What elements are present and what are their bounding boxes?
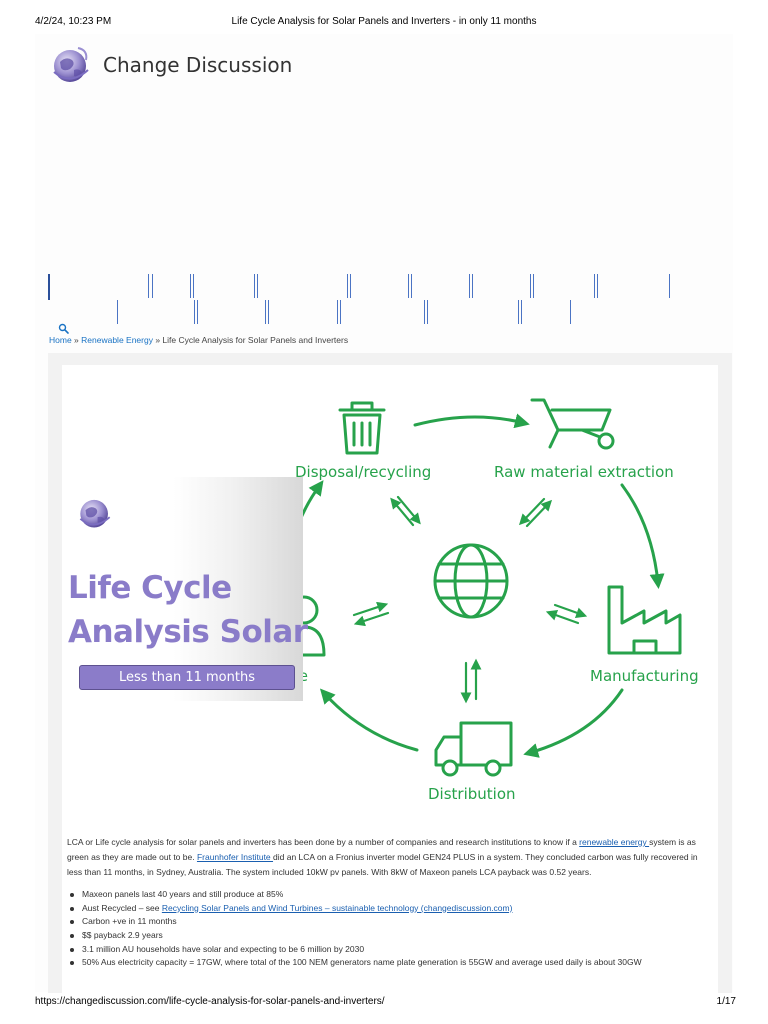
arrow-distribution-to-use xyxy=(319,688,419,752)
breadcrumb-separator: » xyxy=(152,335,163,345)
print-footer: https://changediscussion.com/life-cycle-… xyxy=(0,994,768,1010)
nav-menu xyxy=(0,270,768,330)
arrow-disposal-to-raw xyxy=(413,413,530,429)
breadcrumb-category[interactable]: Renewable Energy xyxy=(81,335,153,345)
text-run: Aust Recycled – see xyxy=(82,902,162,913)
breadcrumb-separator: » xyxy=(71,335,82,345)
promo-badge: Less than 11 months xyxy=(79,665,295,690)
nav-fragment[interactable] xyxy=(530,274,531,298)
print-datetime: 4/2/24, 10:23 PM xyxy=(35,16,112,27)
stage-label-raw-material: Raw material extraction xyxy=(494,463,674,481)
nav-fragment[interactable] xyxy=(152,274,153,298)
print-header: 4/2/24, 10:23 PM Life Cycle Analysis for… xyxy=(0,14,768,30)
nav-fragment[interactable] xyxy=(193,274,194,298)
arrow-manufacturing-to-distribution xyxy=(523,688,624,758)
link-renewable-energy[interactable]: renewable energy xyxy=(579,837,650,847)
text-run: LCA or Life cycle analysis for solar pan… xyxy=(67,837,580,847)
list-item: Maxeon panels last 40 years and still pr… xyxy=(67,888,707,902)
nav-fragment[interactable] xyxy=(521,300,522,324)
print-page-title: Life Cycle Analysis for Solar Panels and… xyxy=(231,16,537,27)
nav-fragment[interactable] xyxy=(254,274,255,298)
promo-title-line: Life Cycle xyxy=(68,570,232,606)
list-item: 50% Aus electricity capacity = 17GW, whe… xyxy=(67,956,707,970)
arrow-raw-to-manufacturing xyxy=(620,483,665,589)
trash-bin-icon xyxy=(338,401,386,455)
nav-fragment[interactable] xyxy=(268,300,269,324)
breadcrumb-current: Life Cycle Analysis for Solar Panels and… xyxy=(162,335,349,345)
nav-fragment[interactable] xyxy=(469,274,470,298)
nav-fragment[interactable] xyxy=(197,300,198,324)
globe-logo-icon xyxy=(79,499,111,528)
text-run: system is as green as they are made out … xyxy=(67,837,696,862)
stage-label-disposal: Disposal/recycling xyxy=(295,463,431,481)
nav-fragment[interactable] xyxy=(265,300,266,324)
article-body: LCA or Life cycle analysis for solar pan… xyxy=(67,835,707,880)
link-fraunhofer[interactable]: Fraunhofer Institute xyxy=(196,852,274,862)
stage-label-distribution: Distribution xyxy=(428,785,516,803)
print-url: https://changediscussion.com/life-cycle-… xyxy=(35,996,385,1007)
nav-fragment[interactable] xyxy=(190,274,191,298)
breadcrumb: Home » Renewable Energy » Life Cycle Ana… xyxy=(49,335,348,345)
stage-label-manufacturing: Manufacturing xyxy=(590,667,699,685)
truck-icon xyxy=(434,721,513,777)
link-recycling-article[interactable]: Recycling Solar Panels and Wind Turbines… xyxy=(161,902,513,913)
promo-title-line: Analysis Solar xyxy=(68,614,308,650)
nav-fragment[interactable] xyxy=(257,274,258,298)
breadcrumb-home[interactable]: Home xyxy=(49,335,72,345)
inner-exchange-arrows xyxy=(352,495,588,704)
list-item: $$ payback 2.9 years xyxy=(67,929,707,943)
nav-fragment[interactable] xyxy=(337,300,338,324)
promo-title: Life Cycle Analysis Solar xyxy=(68,566,308,654)
wheelbarrow-icon xyxy=(530,398,615,450)
nav-fragment[interactable] xyxy=(117,300,118,324)
list-item: Aust Recycled – see Recycling Solar Pane… xyxy=(67,902,707,916)
site-name[interactable]: Change Discussion xyxy=(103,53,293,77)
key-points-list: Maxeon panels last 40 years and still pr… xyxy=(67,888,707,970)
list-item: Carbon +ve in 11 months xyxy=(67,915,707,929)
nav-fragment[interactable] xyxy=(340,300,341,324)
nav-fragment[interactable] xyxy=(424,300,425,324)
search-icon[interactable] xyxy=(58,323,70,335)
nav-fragment[interactable] xyxy=(594,274,595,298)
nav-fragment[interactable] xyxy=(411,274,412,298)
text-run: did an LCA on a Fronius inverter model G… xyxy=(67,852,698,877)
nav-fragment[interactable] xyxy=(472,274,473,298)
nav-fragment[interactable] xyxy=(533,274,534,298)
factory-icon xyxy=(607,585,682,655)
nav-fragment[interactable] xyxy=(194,300,195,324)
nav-fragment[interactable] xyxy=(570,300,571,324)
nav-fragment[interactable] xyxy=(408,274,409,298)
globe-icon xyxy=(433,543,509,619)
nav-fragment[interactable] xyxy=(669,274,670,298)
nav-fragment[interactable] xyxy=(347,274,348,298)
globe-logo-icon[interactable] xyxy=(48,42,94,86)
nav-fragment[interactable] xyxy=(427,300,428,324)
nav-fragment[interactable] xyxy=(597,274,598,298)
print-page-number: 1/17 xyxy=(716,996,736,1007)
article-paragraph: LCA or Life cycle analysis for solar pan… xyxy=(67,835,707,880)
nav-fragment[interactable] xyxy=(350,274,351,298)
nav-fragment[interactable] xyxy=(518,300,519,324)
list-item: 3.1 million AU households have solar and… xyxy=(67,943,707,957)
nav-fragment[interactable] xyxy=(148,274,149,298)
nav-fragment[interactable] xyxy=(48,274,50,300)
